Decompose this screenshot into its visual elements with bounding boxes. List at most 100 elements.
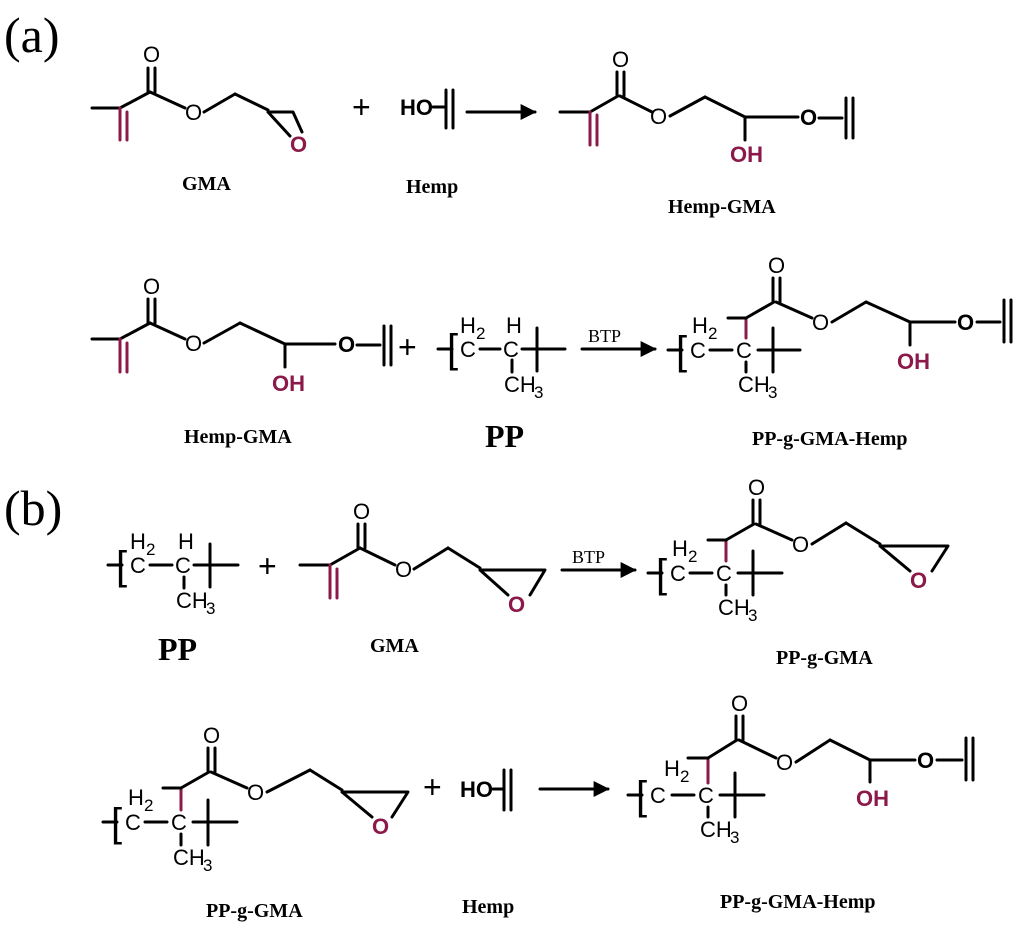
svg-text:O: O: [203, 723, 220, 748]
label-pp-a2: PP: [485, 418, 524, 454]
svg-text:OH: OH: [272, 371, 305, 396]
svg-text:3: 3: [768, 383, 777, 402]
svg-text:O: O: [748, 475, 765, 500]
plus-b1: +: [258, 548, 277, 584]
svg-text:O: O: [143, 42, 160, 67]
svg-text:O: O: [372, 814, 389, 839]
pp-g-gma-hemp-molecule-b2: [ C H 2 C O O OH O CH 3: [626, 691, 975, 847]
label-gma-b1: GMA: [370, 635, 419, 657]
catalyst-label-a2: BTP: [588, 326, 621, 346]
svg-text:H: H: [460, 313, 476, 338]
svg-text:O: O: [612, 47, 629, 72]
svg-text:2: 2: [476, 324, 485, 343]
svg-text:C: C: [175, 553, 191, 578]
svg-text:C: C: [130, 553, 146, 578]
svg-text:[: [: [111, 801, 122, 845]
svg-text:C: C: [171, 810, 187, 835]
svg-text:C: C: [670, 561, 686, 586]
svg-text:C: C: [716, 561, 732, 586]
svg-text:O: O: [247, 780, 264, 805]
svg-text:H: H: [672, 536, 688, 561]
svg-text:H: H: [506, 313, 522, 338]
hemp-gma-molecule-a1: O O OH O: [558, 47, 855, 167]
svg-text:O: O: [910, 568, 927, 593]
gma-molecule: O O O: [90, 42, 307, 157]
panel-label-a: (a): [4, 7, 60, 63]
svg-text:H: H: [130, 529, 146, 554]
label-hemp-b2: Hemp: [462, 896, 514, 918]
svg-text:O: O: [768, 253, 785, 278]
svg-text:2: 2: [146, 540, 155, 559]
svg-text:[: [: [116, 544, 127, 588]
label-hemp-gma-a1: Hemp-GMA: [668, 196, 776, 218]
pp-g-gma-molecule-b1: [ C H 2 C O O O CH 3: [646, 475, 950, 625]
pp-repeat-unit-b1: [ C H 2 C H CH 3: [106, 529, 240, 618]
svg-text:O: O: [957, 310, 974, 335]
svg-text:CH: CH: [504, 372, 536, 397]
svg-text:O: O: [508, 592, 525, 617]
svg-text:O: O: [143, 274, 160, 299]
svg-text:O: O: [776, 750, 793, 775]
svg-text:O: O: [290, 132, 307, 157]
svg-text:HO: HO: [400, 95, 433, 120]
svg-text:HO: HO: [460, 777, 493, 802]
svg-text:O: O: [731, 691, 748, 716]
svg-text:3: 3: [203, 856, 212, 875]
svg-text:CH: CH: [738, 372, 770, 397]
hemp-fiber-b2: HO: [460, 768, 513, 812]
svg-text:C: C: [698, 783, 714, 808]
svg-text:O: O: [800, 105, 817, 130]
plus-b2: +: [423, 769, 442, 805]
svg-text:[: [: [676, 329, 687, 373]
svg-text:CH: CH: [173, 845, 205, 870]
svg-text:3: 3: [206, 599, 215, 618]
svg-text:O: O: [185, 100, 202, 125]
svg-text:O: O: [650, 104, 667, 129]
label-pp-g-gma-b2: PP-g-GMA: [206, 900, 303, 922]
pp-g-gma-hemp-molecule-a2: [ C H 2 C O O OH O CH 3: [666, 253, 1013, 402]
svg-text:H: H: [664, 756, 680, 781]
svg-text:2: 2: [680, 767, 689, 786]
svg-text:3: 3: [748, 606, 757, 625]
hemp-fiber-a1: HO: [400, 88, 455, 130]
svg-text:[: [: [447, 327, 458, 371]
svg-text:C: C: [690, 338, 706, 363]
svg-text:OH: OH: [897, 349, 930, 374]
svg-text:C: C: [460, 337, 476, 362]
svg-text:C: C: [736, 338, 752, 363]
svg-text:CH: CH: [700, 817, 732, 842]
svg-text:OH: OH: [730, 142, 763, 167]
pp-g-gma-molecule-b2: [ C H 2 C O O O CH 3: [101, 723, 410, 875]
svg-text:2: 2: [708, 324, 717, 343]
svg-text:2: 2: [144, 796, 153, 815]
label-pp-g-gma-hemp-b2: PP-g-GMA-Hemp: [720, 891, 876, 913]
label-gma-a1: GMA: [182, 173, 231, 195]
svg-text:C: C: [650, 783, 666, 808]
gma-molecule-b1: O O O: [298, 499, 547, 617]
svg-text:3: 3: [534, 383, 543, 402]
svg-text:O: O: [812, 310, 829, 335]
svg-text:H: H: [178, 529, 194, 554]
svg-text:H: H: [692, 313, 708, 338]
svg-text:3: 3: [730, 828, 739, 847]
plus-a2: +: [398, 329, 417, 365]
hemp-gma-molecule-a2: O O OH O: [90, 274, 393, 396]
svg-text:O: O: [353, 499, 370, 524]
svg-text:H: H: [128, 785, 144, 810]
label-hemp-a1: Hemp: [406, 176, 458, 198]
svg-text:CH: CH: [176, 588, 208, 613]
catalyst-label-b1: BTP: [572, 547, 605, 567]
svg-text:2: 2: [688, 547, 697, 566]
svg-text:[: [: [656, 552, 667, 596]
label-pp-g-gma-hemp-a2: PP-g-GMA-Hemp: [752, 428, 908, 450]
svg-text:O: O: [792, 532, 809, 557]
svg-text:O: O: [338, 332, 355, 357]
pp-repeat-unit-a2: [ C H 2 C H CH 3: [436, 313, 567, 402]
label-hemp-gma-a2: Hemp-GMA: [184, 426, 292, 448]
panel-label-b: (b): [4, 480, 62, 536]
svg-text:O: O: [395, 557, 412, 582]
label-pp-b1: PP: [158, 631, 197, 667]
svg-text:O: O: [917, 748, 934, 773]
svg-text:[: [: [636, 774, 647, 818]
